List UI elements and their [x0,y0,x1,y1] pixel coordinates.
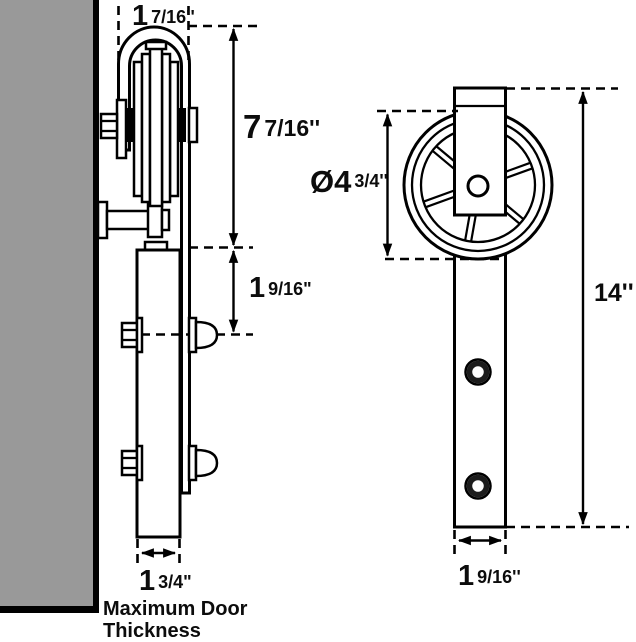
dim-value-fraction: 9/16'' [477,567,521,587]
acorn-nut [194,320,219,350]
dim-value-fraction: 3/4" [158,572,192,592]
dim-value-fraction: 7/16'' [264,115,321,141]
door-note-line2: Thickness [103,620,201,642]
dim-label-front-strap-width: 1 9/16'' [458,562,521,591]
door-side-view [135,240,182,539]
dim-value-whole: 7 [243,108,262,145]
dim-value-fraction: 9/16" [268,279,312,299]
wheel-side-view [126,40,186,208]
dim-value-whole: 1 [139,565,156,597]
side-view [0,0,263,613]
dim-label-wheel-diameter: Ø4 3/4'' [310,166,388,197]
strap-bolt-hole-top [464,358,492,386]
dim-label-overall-height: 14'' [594,279,634,308]
dim-label-wheel-top-to-door: 7 7/16'' [243,110,320,143]
dim-label-door-thickness: 1 3/4" [139,567,192,596]
hanger-strap-front [453,248,507,529]
wall [0,0,99,613]
dim-label-door-top-to-bolt: 1 9/16" [249,274,312,303]
axle-spacer-left [126,108,134,142]
strap-plate-front [453,86,507,217]
dim-value-whole: 1 [132,0,149,32]
door-note-line1: Maximum Door [103,598,248,620]
dim-label-strap-top-width: 1 7/16'' [132,2,195,31]
dim-value: 14'' [594,279,634,307]
door-bolt-top [120,316,253,354]
dim-value-whole: 1 [458,560,475,592]
door-bolt-bottom [120,444,219,482]
dim-value-fraction: 3/4'' [354,171,388,191]
strap-bolt-hole-bottom [464,472,492,500]
dim-value-fraction: 7/16'' [151,7,195,27]
door-note: Maximum Door Thickness [103,598,247,642]
axle-hole [466,174,490,198]
dim-value-whole: Ø4 [310,164,352,199]
axle-spacer-right [178,108,186,142]
wall-lag-bolt [96,200,171,240]
front-view-dimensions [377,87,629,554]
dim-value-whole: 1 [249,272,266,304]
axle-bolt [99,98,128,160]
acorn-nut [194,448,219,478]
side-view-dimensions [117,6,263,569]
front-view [377,86,629,554]
